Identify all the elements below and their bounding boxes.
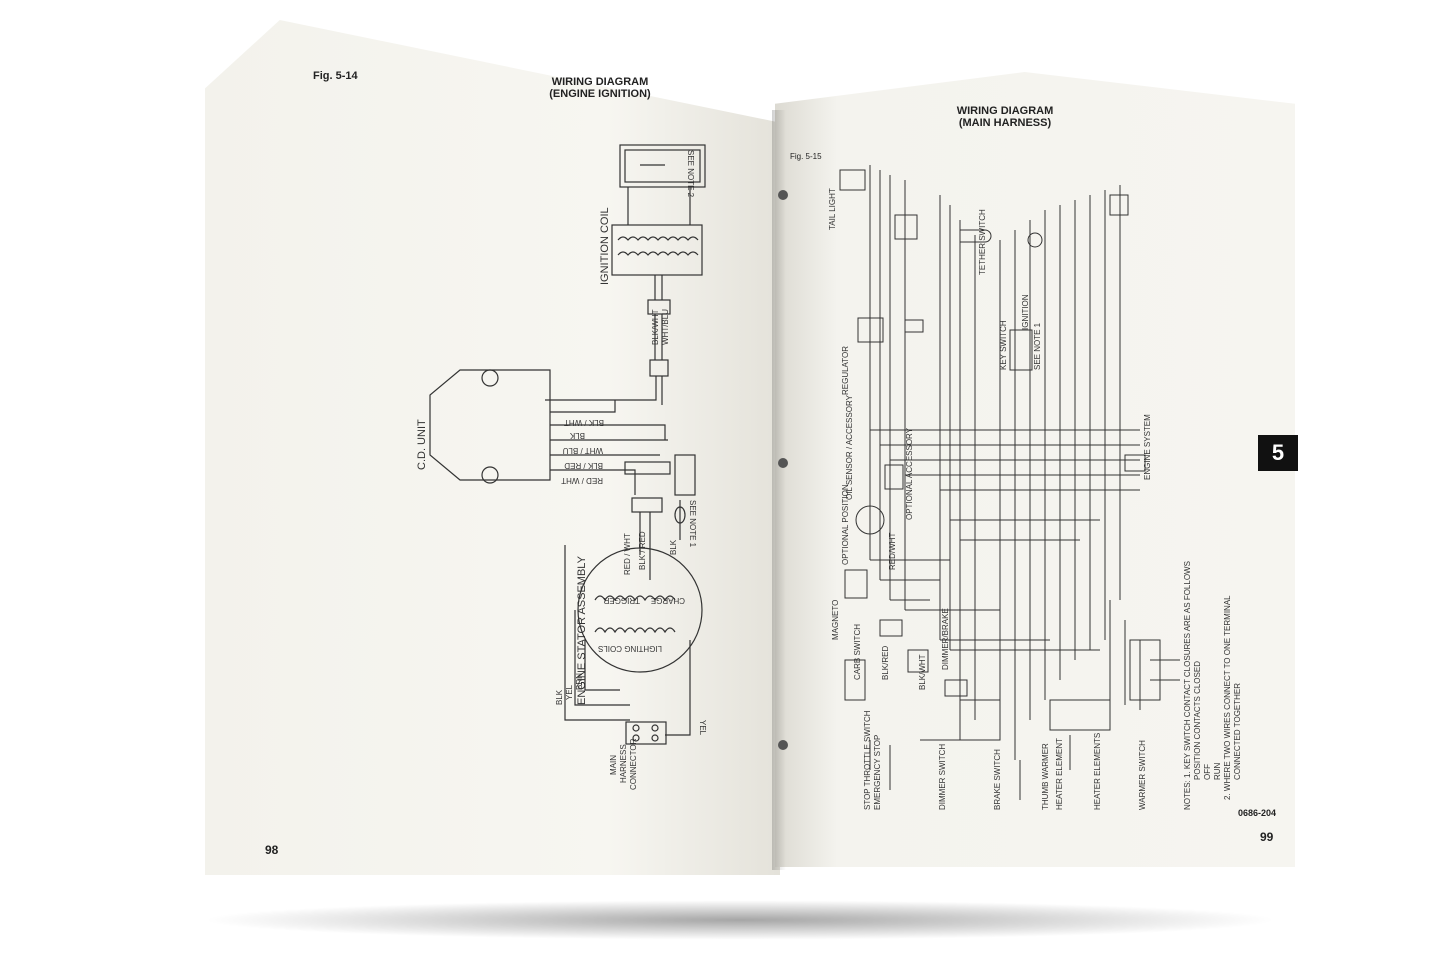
- label-cd-unit: C.D. UNIT: [416, 419, 428, 470]
- coil-terminal-box: [619, 144, 706, 188]
- label-wht-blu-cd: WHT / BLU: [562, 446, 603, 455]
- notes-line: RUN: [1213, 762, 1222, 780]
- main-harness-connector: [625, 721, 667, 745]
- label-stator-assembly: ENGINE STATOR ASSEMBLY: [576, 555, 588, 705]
- label-blk-wht-cd: BLK / WHT: [564, 418, 604, 427]
- label-main: MAIN: [609, 755, 618, 775]
- cd-unit-body: [429, 369, 551, 481]
- left-title-line1: WIRING DIAGRAM: [551, 76, 649, 88]
- label-dimmer-switch: DIMMER SWITCH: [938, 744, 947, 810]
- label-lighting-coils: LIGHTING COILS: [598, 644, 662, 653]
- regulator: [857, 317, 884, 343]
- label-brn-harness: BRN: [575, 673, 584, 690]
- notes-line: NOTES: 1. KEY SWITCH CONTACT CLOSURES AR…: [1183, 561, 1192, 810]
- notes-line: 2. WHERE TWO WIRES CONNECT TO ONE TERMIN…: [1223, 595, 1232, 800]
- label-oil-sensor: OIL SENSOR / ACCESSORY: [845, 394, 854, 500]
- label-thumb-warmer: THUMB WARMER: [1041, 743, 1050, 810]
- right-doc-code: 0686-204: [1238, 808, 1277, 818]
- label-blk-harness: BLK: [555, 689, 564, 705]
- label-blk-cd: BLK: [569, 431, 585, 440]
- label-emergency-stop: EMERGENCY STOP: [873, 735, 882, 810]
- label-carb-switch: CARB SWITCH: [853, 624, 862, 680]
- label-heater-element: HEATER ELEMENT: [1055, 738, 1064, 810]
- left-page: [205, 20, 780, 875]
- label-tether-switch: TETHER SWITCH: [978, 209, 987, 275]
- label-engine-system: ENGINE SYSTEM: [1143, 414, 1152, 480]
- label-see-note-1: SEE NOTE 1: [688, 500, 697, 548]
- binder-hole: [778, 740, 788, 750]
- label-brake-switch: BRAKE SWITCH: [993, 749, 1002, 810]
- label-yel-harness: YEL: [565, 684, 574, 700]
- binder-hole: [778, 458, 788, 468]
- label-blk-stator: BLK: [669, 539, 678, 555]
- label-blk-wht-right: BLK/WHT: [918, 654, 927, 690]
- tail-light: [839, 169, 866, 191]
- label-red-wht-stator: RED / WHT: [623, 533, 632, 575]
- label-charge: CHARGE: [651, 596, 685, 605]
- left-page-number: 98: [265, 843, 279, 857]
- page-gutter: [772, 110, 786, 870]
- right-title-line1: WIRING DIAGRAM: [956, 105, 1054, 117]
- label-blk-red-cd: BLK / RED: [564, 461, 603, 470]
- label-ignition-coil: IGNITION COIL: [599, 207, 611, 285]
- book-shadow: [200, 900, 1280, 940]
- label-ignition: IGNITION: [1021, 294, 1030, 330]
- right-fig-number: Fig. 5-15: [790, 152, 822, 161]
- right-page: [775, 72, 1295, 867]
- label-blk-red-stator: BLK / RED: [638, 531, 647, 570]
- label-see-note-2: SEE NOTE 2: [686, 150, 695, 198]
- label-throttle-stop: STOP THROTTLE SWITCH: [863, 710, 872, 810]
- notes-line: POSITION CONTACTS CLOSED: [1193, 661, 1202, 780]
- label-heater-elements: HEATER ELEMENTS: [1093, 733, 1102, 810]
- label-blk-red-right: BLK/RED: [881, 646, 890, 680]
- label-red-wht-cd: RED / WHT: [561, 476, 603, 485]
- left-wiring-diagram: [429, 144, 706, 745]
- label-optional-position: OPTIONAL POSITION: [841, 484, 850, 565]
- label-tail-light: TAIL LIGHT: [828, 188, 837, 230]
- label-yel-right: YEL: [698, 720, 707, 736]
- label-warmer-switch: WARMER SWITCH: [1138, 740, 1147, 810]
- label-regulator: REGULATOR: [841, 346, 850, 395]
- label-connector: CONNECTOR: [629, 738, 638, 790]
- right-page-number: 99: [1260, 830, 1274, 844]
- section-tab: 5: [1258, 435, 1298, 471]
- right-wiring-diagram: [839, 165, 1180, 800]
- label-magneto: MAGNETO: [831, 600, 840, 640]
- ignition-coil-body: [611, 224, 703, 276]
- label-harness: HARNESS: [619, 744, 628, 783]
- label-red-wht-right: RED/WHT: [888, 533, 897, 570]
- optional-position: [855, 505, 885, 535]
- left-title-line2: (ENGINE IGNITION): [549, 88, 651, 100]
- binder-hole: [778, 190, 788, 200]
- label-see-note-1-right: SEE NOTE 1: [1033, 322, 1042, 370]
- label-trigger: TRIGGER: [603, 596, 640, 605]
- magneto: [844, 569, 868, 599]
- label-blk-wht: BLK/WHT: [651, 309, 660, 345]
- label-wht-blu: WHT/BLU: [661, 309, 670, 345]
- label-optional-accessory: OPTIONAL ACCESSORY: [905, 427, 914, 520]
- notes-line: OFF: [1203, 764, 1212, 780]
- label-key-switch: KEY SWITCH: [999, 320, 1008, 370]
- key-switch: [1009, 329, 1033, 371]
- stator-circle: [577, 547, 703, 673]
- left-fig-number: Fig. 5-14: [313, 70, 358, 82]
- notes-line: CONNECTED TOGETHER: [1233, 683, 1242, 780]
- right-title-line2: (MAIN HARNESS): [958, 117, 1052, 129]
- label-dimmer-brake: DIMMER/BRAKE: [941, 608, 950, 670]
